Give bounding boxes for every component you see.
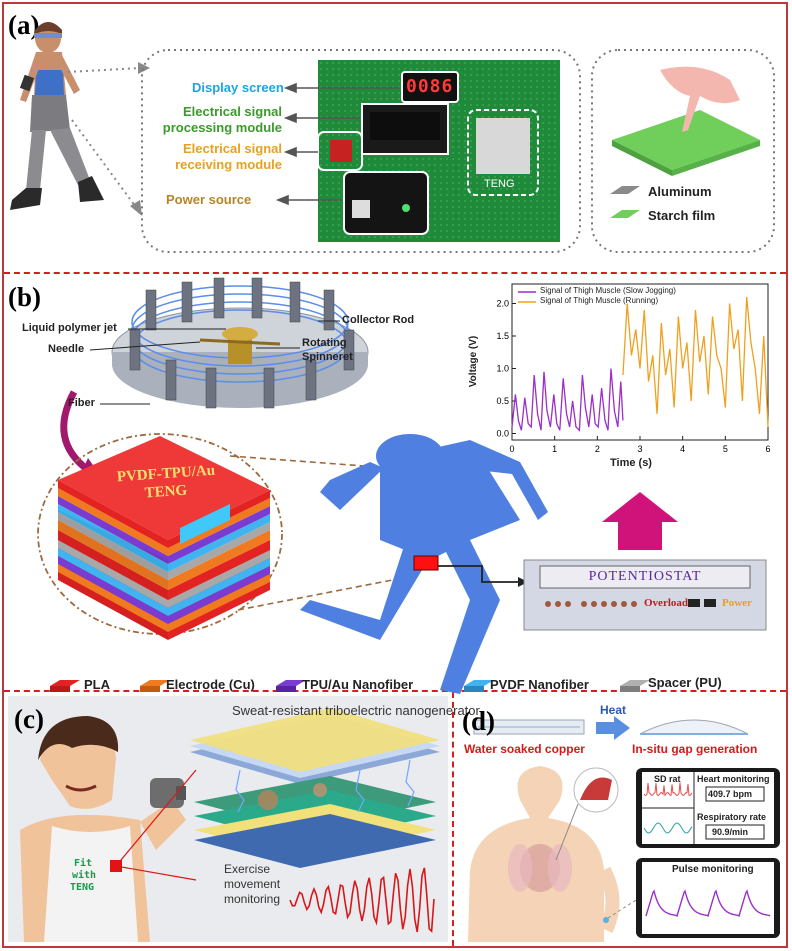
in-situ-label: In-situ gap generation (632, 742, 758, 756)
liquid-polymer-jet-label: Liquid polymer jet (22, 322, 117, 334)
y-tick-label: 1.5 (496, 331, 509, 341)
legend-tpu-au: TPU/Au Nanofiber (302, 677, 414, 692)
collector-rod-label: Collector Rod (342, 314, 415, 326)
x-tick-label: 6 (765, 444, 770, 454)
potentiostat-label: POTENTIOSTAT (588, 569, 702, 584)
panel-c-title: Sweat-resistant triboelectric nanogenera… (232, 703, 480, 718)
signal-processing-label-2: processing module (162, 120, 282, 135)
x-tick-label: 1 (552, 444, 557, 454)
divider-ab (4, 272, 786, 274)
shirt-text-2: with (72, 870, 97, 881)
chart-xlabel: Time (s) (610, 457, 652, 469)
respiratory-rate-label: Respiratory rate (697, 812, 767, 822)
runner-figure (10, 22, 104, 210)
needle-label: Needle (48, 343, 85, 355)
legend-electrode: Electrode (Cu) (166, 677, 255, 692)
power-source-label: Power source (166, 192, 252, 207)
panel-c-caption-1: Exercise (224, 862, 271, 876)
signal-receiving-label-2: receiving module (175, 157, 282, 172)
panel-label-d: (d) (462, 706, 495, 736)
heat-label: Heat (600, 703, 627, 717)
legend-slow-jogging: Signal of Thigh Muscle (Slow Jogging) (540, 286, 676, 295)
y-tick-label: 0.5 (496, 396, 509, 406)
man-figure (20, 716, 186, 942)
display-screen-label: Display screen (192, 80, 284, 95)
teng-label: TENG (484, 178, 515, 190)
series-line-running (622, 296, 769, 428)
signal-processing-label-1: Electrical signal (183, 104, 282, 119)
panel-label-b: (b) (8, 282, 41, 312)
x-tick-label: 3 (637, 444, 642, 454)
signal-receiving-label-1: Electrical signal (183, 141, 282, 156)
series-line-slow-jogging (511, 368, 624, 432)
rotating-label: Rotating (302, 337, 347, 349)
y-tick-label: 0.0 (496, 429, 509, 439)
fiber-label: Fiber (68, 397, 95, 409)
divider-bcd (4, 690, 786, 692)
panel-label-c: (c) (14, 704, 44, 734)
y-tick-label: 1.0 (496, 364, 509, 374)
heart-value: 409.7 bpm (708, 789, 753, 799)
shirt-text-3: TENG (70, 882, 95, 893)
x-tick-label: 2 (595, 444, 600, 454)
panel-c-caption-2: movement (224, 877, 281, 891)
legend-pla: PLA (84, 677, 110, 692)
respiratory-value: 90.9/min (712, 827, 749, 837)
exercise-signal-wave (289, 867, 435, 933)
overload-label: Overload (644, 597, 688, 609)
x-tick-label: 4 (680, 444, 685, 454)
legend-spacer: Spacer (PU) (648, 675, 722, 690)
legend-aluminum: Aluminum (648, 184, 712, 199)
display-digits: 0086 (406, 76, 454, 97)
divider-cd (452, 692, 454, 946)
heart-monitoring-label: Heart monitoring (697, 774, 770, 784)
x-tick-label: 5 (723, 444, 728, 454)
spinneret-label: Spinneret (302, 351, 353, 363)
legend-running: Signal of Thigh Muscle (Running) (540, 296, 659, 305)
legend-starch-film: Starch film (648, 208, 716, 223)
legend-pvdf: PVDF Nanofiber (490, 677, 589, 692)
water-soaked-label: Water soaked copper (464, 742, 585, 756)
pulse-monitoring-label: Pulse monitoring (672, 864, 754, 875)
sd-rat-label: SD rat (654, 774, 681, 784)
power-label: Power (722, 597, 752, 609)
shirt-text-1: Fit (74, 858, 93, 869)
y-tick-label: 2.0 (496, 299, 509, 309)
panel-c-caption-3: monitoring (224, 892, 281, 906)
x-tick-label: 0 (509, 444, 514, 454)
